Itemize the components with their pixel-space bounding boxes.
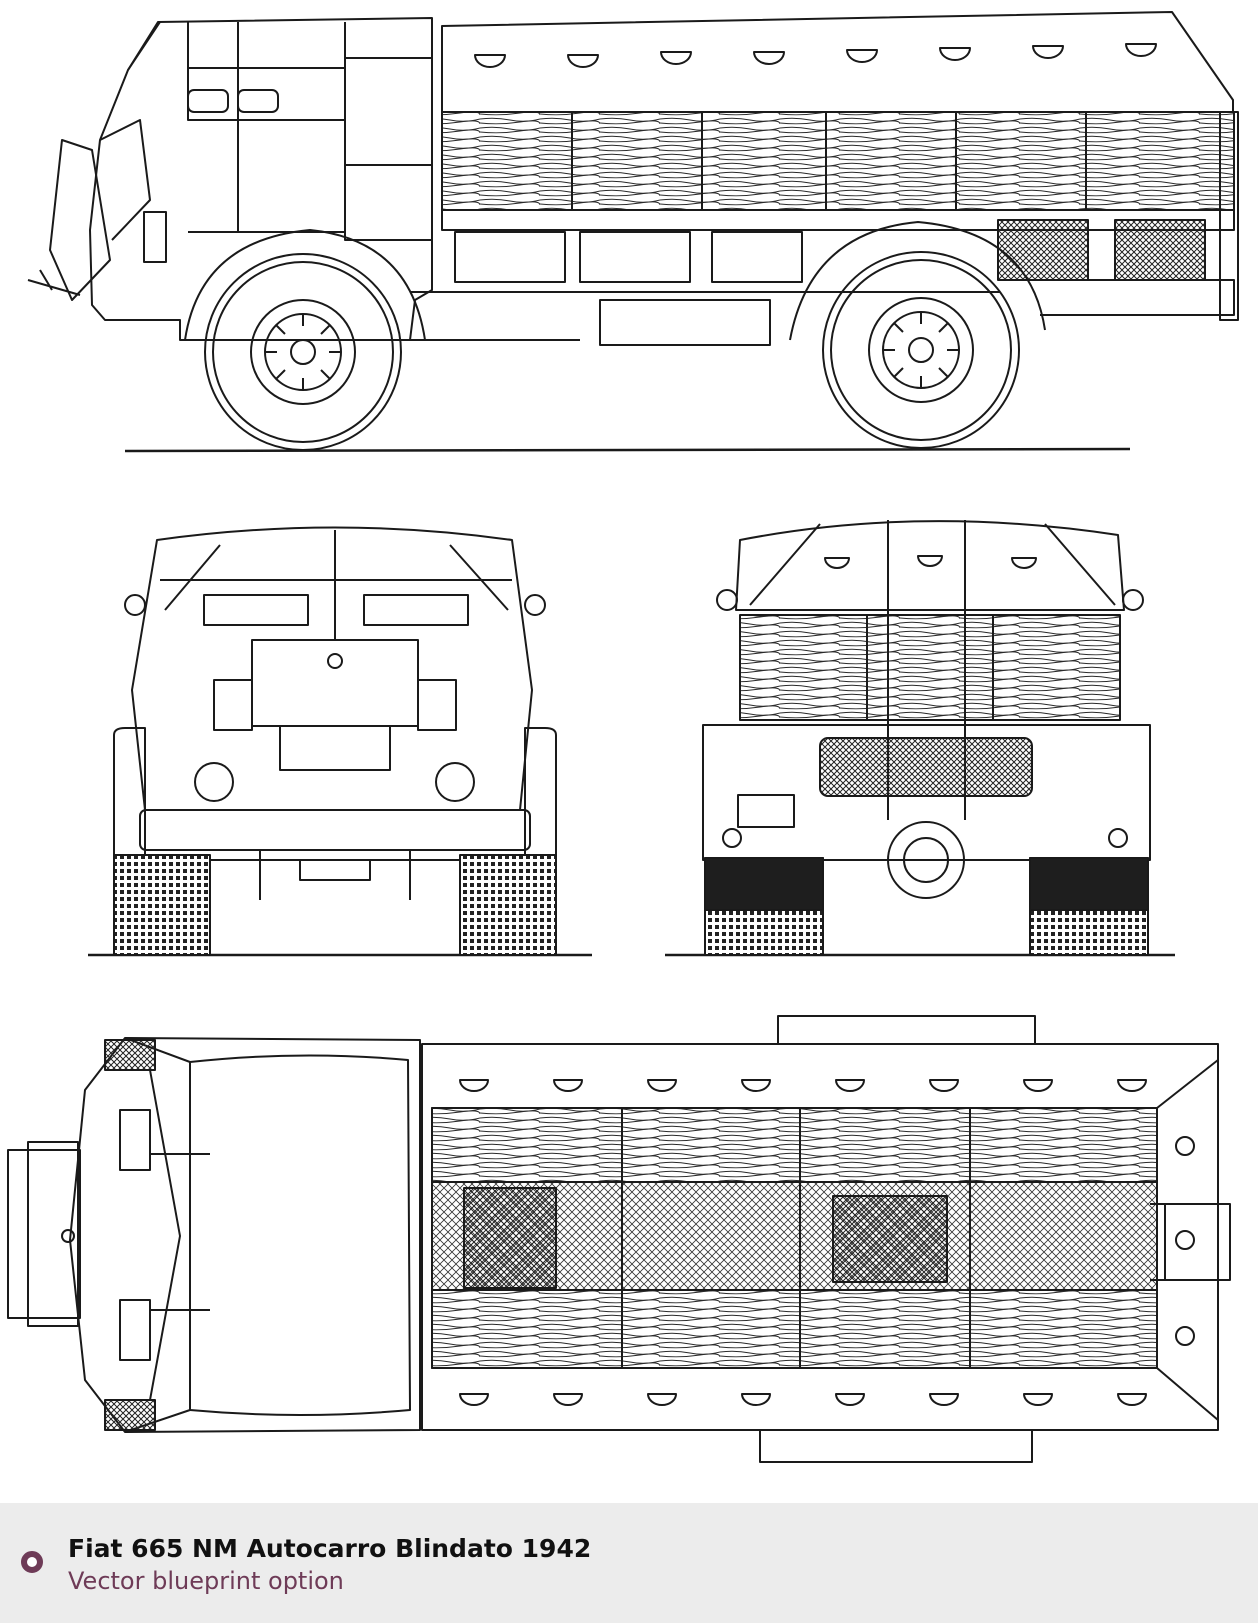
- rear-view: [665, 520, 1175, 957]
- caption-subtitle: Vector blueprint option: [68, 1567, 344, 1595]
- side-wood-panel: [441, 111, 1235, 211]
- side-view: [27, 11, 1239, 453]
- ring-icon: [21, 1551, 43, 1573]
- rear-cargo-top: [735, 520, 1125, 611]
- side-rear-mudguard: [789, 221, 1046, 341]
- side-front-wheel: [204, 253, 402, 451]
- caption-bar: Fiat 665 NM Autocarro Blindato 1942 Vect…: [0, 1503, 1258, 1623]
- caption-title: Fiat 665 NM Autocarro Blindato 1942: [68, 1534, 592, 1563]
- front-armored-cab: [131, 526, 533, 811]
- front-view: [88, 526, 592, 957]
- side-rear-wheel: [822, 251, 1020, 449]
- side-ground-line: [124, 447, 1131, 453]
- side-front-mudguard: [184, 229, 426, 341]
- top-cargo-bed: [421, 1043, 1219, 1431]
- front-left-tire: [113, 854, 211, 956]
- rear-wood-panel: [739, 614, 1121, 721]
- top-rivet-plates: [459, 1079, 1195, 1406]
- top-cab: [69, 1037, 421, 1433]
- top-view: [7, 1015, 1231, 1463]
- blueprint-drawing: [7, 11, 1239, 1463]
- front-armor-hatch: [251, 639, 419, 727]
- side-rivet-plates: [474, 43, 1157, 68]
- rear-grille: [819, 737, 1033, 797]
- front-bumper: [139, 809, 531, 851]
- front-right-tire: [459, 854, 557, 956]
- top-cargo-floor-slats: [431, 1107, 1158, 1183]
- side-cargo-top: [441, 11, 1234, 113]
